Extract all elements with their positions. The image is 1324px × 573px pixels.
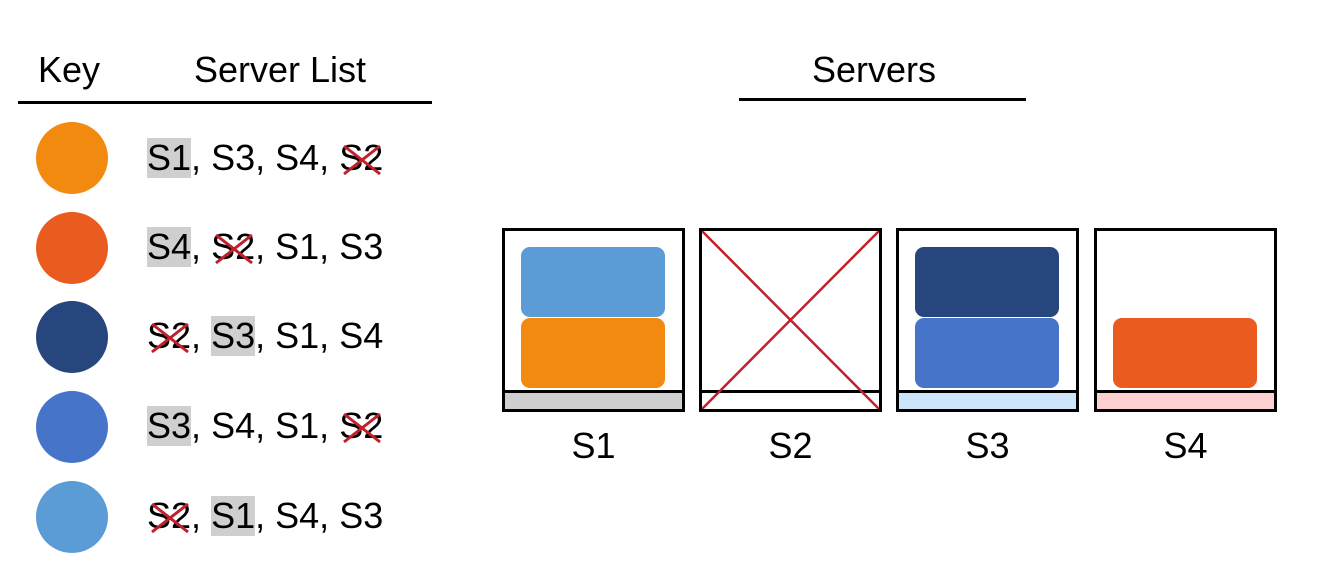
key-dot-1	[36, 122, 108, 194]
server-token-s2-failed: S2	[147, 496, 191, 536]
key-dot-4	[36, 391, 108, 463]
list-separator: ,	[191, 315, 212, 356]
failed-x-icon	[343, 144, 382, 176]
server-base	[702, 390, 879, 409]
list-separator: ,	[191, 226, 212, 267]
server-token-s3-preferred: S3	[211, 315, 256, 356]
server-base	[505, 390, 682, 409]
list-separator: ,	[319, 495, 340, 536]
server-token-s4: S4	[275, 495, 320, 536]
server-token-s3: S3	[211, 137, 256, 178]
list-separator: ,	[255, 137, 276, 178]
key-dot-3	[36, 301, 108, 373]
server-label-s3: S3	[965, 425, 1010, 466]
server-token-s2-failed: S2	[339, 406, 383, 446]
list-separator: ,	[319, 226, 340, 267]
list-separator: ,	[319, 315, 340, 356]
request-block-upper	[915, 247, 1059, 317]
failed-x-icon	[151, 502, 189, 534]
server-token-s4: S4	[339, 315, 384, 356]
server-token-s1: S1	[275, 226, 320, 267]
server-token-s4-preferred: S4	[147, 226, 192, 267]
list-separator: ,	[319, 405, 340, 446]
server-list-row-4: S3, S4, S1, S2	[147, 406, 383, 446]
servers-header: Servers	[812, 49, 937, 90]
key-dot-5	[36, 481, 108, 553]
list-separator: ,	[191, 137, 212, 178]
request-block-lower	[1113, 318, 1257, 388]
list-separator: ,	[319, 137, 340, 178]
failed-cross-icon	[702, 231, 879, 409]
server-token-s3: S3	[339, 226, 384, 267]
server-token-s2-failed: S2	[147, 316, 191, 356]
server-token-s1-preferred: S1	[211, 495, 256, 536]
server-label-s2: S2	[768, 425, 813, 466]
failed-x-icon	[343, 412, 382, 444]
server-base	[899, 390, 1076, 409]
server-label-s1: S1	[571, 425, 616, 466]
server-token-s1: S1	[275, 315, 320, 356]
server-list-row-3: S2, S3, S1, S4	[147, 316, 383, 356]
server-box-s2	[699, 228, 882, 412]
list-separator: ,	[191, 495, 212, 536]
server-list-row-5: S2, S1, S4, S3	[147, 496, 383, 536]
key-table-rule	[18, 101, 432, 104]
server-base	[1097, 390, 1274, 409]
key-header: Key	[38, 49, 101, 90]
list-separator: ,	[255, 405, 276, 446]
request-block-lower	[521, 318, 665, 388]
server-token-s3: S3	[339, 495, 384, 536]
request-block-upper	[521, 247, 665, 317]
server-list-row-1: S1, S3, S4, S2	[147, 138, 383, 178]
server-token-s1-preferred: S1	[147, 137, 192, 178]
server-token-s3-preferred: S3	[147, 405, 192, 446]
server-list-row-2: S4, S2, S1, S3	[147, 227, 383, 267]
server-token-s2-failed: S2	[211, 227, 255, 267]
server-box-s1	[502, 228, 685, 412]
server-token-s4: S4	[275, 137, 320, 178]
failed-x-icon	[215, 233, 253, 265]
failed-x-icon	[151, 322, 189, 354]
list-separator: ,	[255, 495, 276, 536]
server-list-header: Server List	[194, 49, 367, 90]
server-token-s2-failed: S2	[339, 138, 383, 178]
servers-header-rule	[739, 98, 1026, 101]
list-separator: ,	[255, 226, 276, 267]
server-box-s4	[1094, 228, 1277, 412]
server-label-s4: S4	[1163, 425, 1208, 466]
list-separator: ,	[191, 405, 212, 446]
request-block-lower	[915, 318, 1059, 388]
server-token-s4: S4	[211, 405, 256, 446]
server-box-s3	[896, 228, 1079, 412]
server-token-s1: S1	[275, 405, 320, 446]
key-dot-2	[36, 212, 108, 284]
list-separator: ,	[255, 315, 276, 356]
